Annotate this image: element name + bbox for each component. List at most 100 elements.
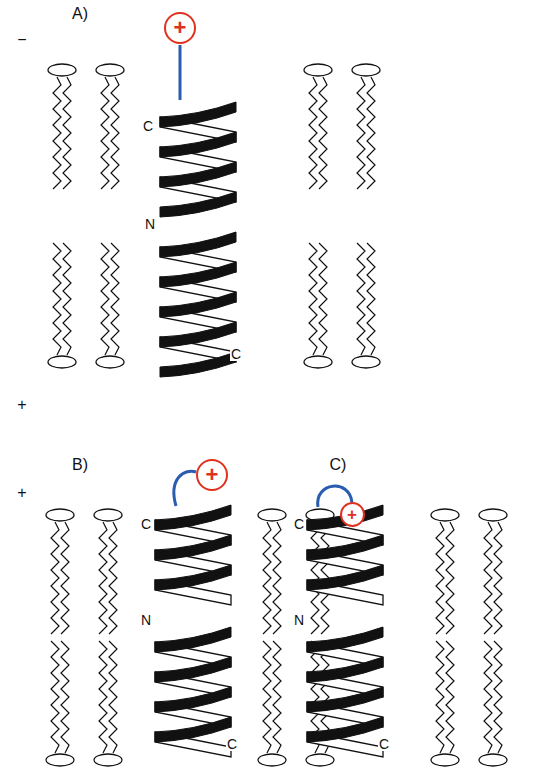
lipid-tail bbox=[63, 77, 71, 189]
lipid-head bbox=[352, 64, 380, 76]
lipid-tail bbox=[484, 641, 492, 753]
lipid-head bbox=[431, 754, 459, 766]
helix-front-strand bbox=[307, 627, 383, 652]
lipid-tail bbox=[101, 243, 109, 355]
lipid-tail bbox=[109, 641, 117, 753]
lipid-tail bbox=[61, 641, 69, 753]
lipid-head bbox=[258, 754, 286, 766]
lipid-head bbox=[431, 509, 459, 521]
lipid-head bbox=[48, 356, 76, 368]
lipid-head bbox=[258, 509, 286, 521]
lipid-tail bbox=[484, 522, 492, 634]
lipid-head bbox=[48, 64, 76, 76]
charge-circle: + bbox=[196, 459, 228, 491]
helix-front-strand bbox=[155, 717, 231, 742]
lipid-tail bbox=[63, 243, 71, 355]
lipid-head bbox=[94, 754, 122, 766]
helix-front-strand bbox=[155, 627, 231, 652]
lipid-tail bbox=[273, 641, 281, 753]
terminus-label: N bbox=[144, 217, 156, 231]
lipid-head bbox=[96, 356, 124, 368]
lipid-head bbox=[94, 509, 122, 521]
lipid-head bbox=[479, 509, 507, 521]
terminus-label: C bbox=[140, 517, 152, 531]
potential-sign: + bbox=[17, 485, 26, 501]
helix-front-strand bbox=[160, 232, 236, 257]
helix-front-strand bbox=[160, 322, 236, 347]
terminus-label: C bbox=[142, 119, 154, 133]
terminus-label: C bbox=[293, 517, 305, 531]
panel-letter: A) bbox=[72, 6, 88, 22]
lipid-tail bbox=[367, 243, 375, 355]
helix-front-strand bbox=[160, 102, 236, 127]
helix-front-strand bbox=[155, 505, 231, 530]
panel-letter: B) bbox=[72, 457, 88, 473]
helix-front-strand bbox=[155, 565, 231, 590]
helix-front-strand bbox=[307, 657, 383, 682]
panel-letter: C) bbox=[330, 457, 347, 473]
helix-front-strand bbox=[160, 192, 236, 217]
helix-front-strand bbox=[307, 535, 383, 560]
lipid-tail bbox=[311, 522, 319, 634]
lipid-tail bbox=[111, 243, 119, 355]
lipid-tail bbox=[436, 641, 444, 753]
lipid-tail bbox=[51, 522, 59, 634]
lipid-tail bbox=[101, 77, 109, 189]
lipid-head bbox=[46, 754, 74, 766]
terminus-label: N bbox=[140, 613, 152, 627]
lipid-tail bbox=[494, 641, 502, 753]
lipid-tail bbox=[99, 522, 107, 634]
helix-front-strand bbox=[160, 162, 236, 187]
helix-front-strand bbox=[307, 717, 383, 742]
charge-sign: + bbox=[206, 464, 219, 486]
lipid-tail bbox=[309, 243, 317, 355]
lipid-tail bbox=[53, 243, 61, 355]
charge-circle: + bbox=[164, 12, 196, 44]
lipid-head bbox=[304, 356, 332, 368]
lipid-tail bbox=[309, 77, 317, 189]
terminus-label: C bbox=[378, 737, 390, 751]
lipid-tail bbox=[273, 522, 281, 634]
potential-sign: + bbox=[17, 397, 26, 413]
lipid-tail bbox=[494, 522, 502, 634]
lipid-tail bbox=[61, 522, 69, 634]
lipid-head bbox=[479, 754, 507, 766]
terminus-label: C bbox=[230, 347, 242, 361]
potential-sign: − bbox=[17, 32, 26, 48]
helix-front-strand bbox=[160, 292, 236, 317]
lipid-tail bbox=[446, 522, 454, 634]
helix-front-strand bbox=[307, 565, 383, 590]
lipid-head bbox=[304, 64, 332, 76]
lipid-tail bbox=[111, 77, 119, 189]
lipid-tail bbox=[319, 77, 327, 189]
lipid-tail bbox=[109, 522, 117, 634]
terminus-label: C bbox=[226, 737, 238, 751]
lipid-head bbox=[96, 64, 124, 76]
lipid-tail bbox=[367, 77, 375, 189]
helix-front-strand bbox=[160, 262, 236, 287]
terminus-label: N bbox=[293, 613, 305, 627]
helix-front-strand bbox=[155, 687, 231, 712]
lipid-tail bbox=[263, 522, 271, 634]
charge-sign: + bbox=[347, 506, 357, 523]
lipid-tail bbox=[357, 243, 365, 355]
lipid-head bbox=[306, 754, 334, 766]
helix-front-strand bbox=[155, 535, 231, 560]
lipid-tail bbox=[99, 641, 107, 753]
lipid-tail bbox=[446, 641, 454, 753]
lipid-head bbox=[352, 356, 380, 368]
charge-sign: + bbox=[174, 17, 187, 39]
helix-front-strand bbox=[155, 657, 231, 682]
tether-line bbox=[179, 45, 182, 100]
lipid-tail bbox=[319, 243, 327, 355]
lipid-tail bbox=[53, 77, 61, 189]
helix-front-strand bbox=[160, 132, 236, 157]
lipid-tail bbox=[436, 522, 444, 634]
charge-circle: + bbox=[340, 502, 365, 527]
lipid-tail bbox=[51, 641, 59, 753]
tether-line bbox=[174, 471, 196, 506]
lipid-tail bbox=[263, 641, 271, 753]
lipid-head bbox=[46, 509, 74, 521]
